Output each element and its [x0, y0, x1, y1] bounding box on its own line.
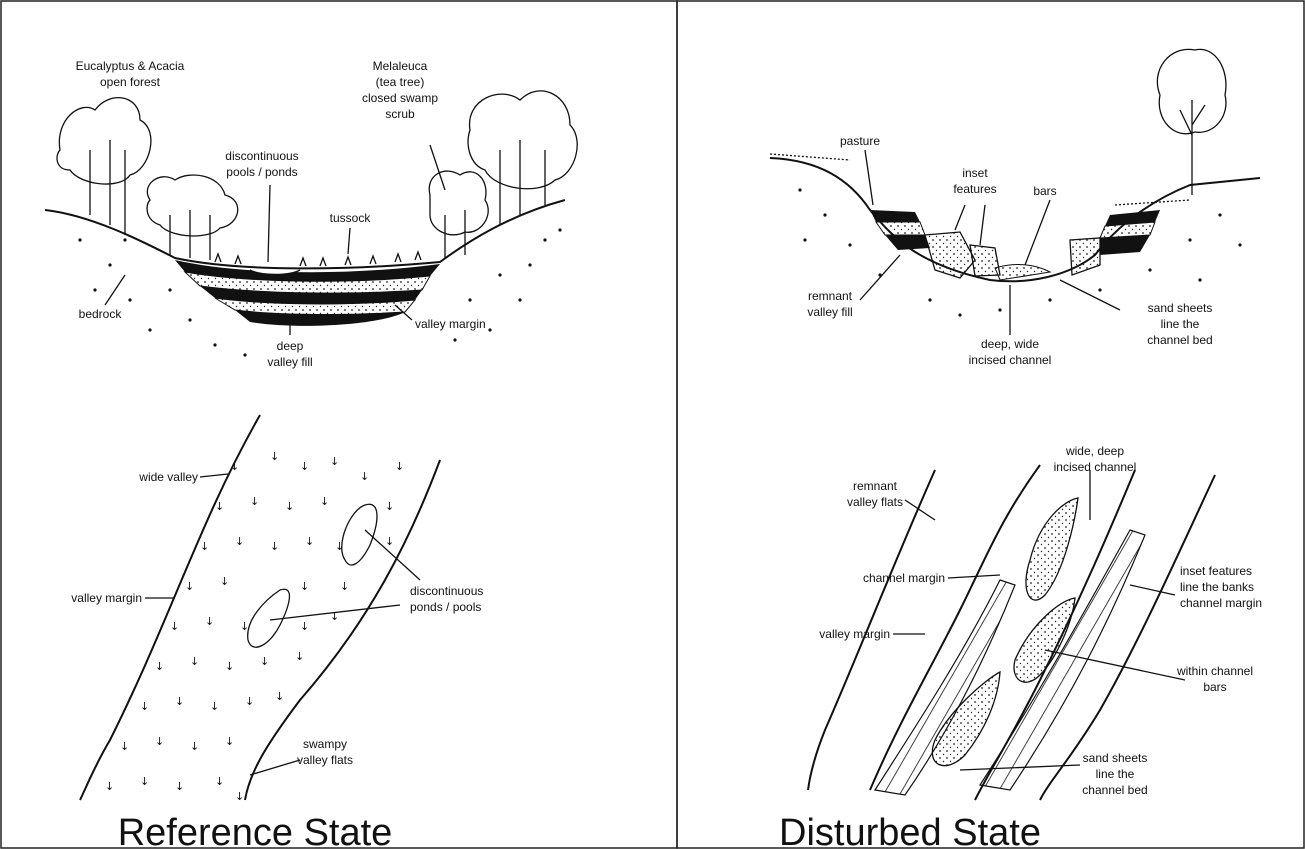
label-bedrock: bedrock — [79, 307, 123, 321]
label-ponds-1: discontinuous — [410, 584, 483, 598]
svg-text:↓: ↓ — [305, 535, 314, 548]
label-within-channel-1: within channel — [1176, 664, 1253, 678]
label-inset-banks-3: channel margin — [1180, 596, 1262, 610]
svg-text:↓: ↓ — [270, 540, 279, 553]
svg-text:↓: ↓ — [155, 735, 164, 748]
disturbed-bedrock-dots — [798, 188, 1241, 316]
label-valley-margin-plan: valley margin — [71, 591, 142, 605]
reference-plan-view: ↓ ↓ ↓ ↓ ↓ ↓ ↓ ↓ ↓ ↓ ↓ ↓ ↓ ↓ ↓ ↓ ↓ ↓ ↓ ↓ ↓ ↓ ↓ ↓ ↓ ↓ ↓ ↓ ↓ ↓ ↓ ↓ ↓ ↓… — [71, 415, 483, 803]
label-valley-margin-section: valley margin — [415, 317, 486, 331]
svg-text:↓: ↓ — [185, 580, 194, 593]
label-deep-fill-2: valley fill — [267, 355, 312, 369]
label-remnant-2: valley fill — [807, 305, 852, 319]
label-eucalyptus-1: Eucalyptus & Acacia — [76, 59, 185, 73]
svg-text:↓: ↓ — [320, 495, 329, 508]
label-melaleuca-2: (tea tree) — [376, 75, 425, 89]
caption-reference: Reference State — [118, 812, 393, 849]
label-deep-fill-1: deep — [277, 339, 304, 353]
svg-text:↓: ↓ — [300, 460, 309, 473]
svg-text:↓: ↓ — [235, 790, 244, 803]
svg-text:↓: ↓ — [260, 655, 269, 668]
label-inset-2: features — [953, 182, 996, 196]
caption-disturbed: Disturbed State — [779, 812, 1041, 849]
reference-cross-section: Eucalyptus & Acacia open forest Melaleuc… — [45, 59, 577, 369]
label-swampy-1: swampy — [303, 737, 347, 751]
svg-text:↓: ↓ — [215, 775, 224, 788]
svg-text:↓: ↓ — [175, 695, 184, 708]
svg-text:↓: ↓ — [240, 620, 249, 633]
panel-border-disturbed — [677, 1, 1304, 848]
label-inset-1: inset — [962, 166, 988, 180]
svg-text:↓: ↓ — [215, 500, 224, 513]
label-remnant-flats-1: remnant — [853, 479, 898, 493]
label-sand-sheets-2: line the — [1161, 317, 1200, 331]
svg-text:↓: ↓ — [155, 660, 164, 673]
label-remnant-1: remnant — [808, 289, 853, 303]
svg-text:↓: ↓ — [300, 620, 309, 633]
svg-text:↓: ↓ — [200, 540, 209, 553]
svg-text:↓: ↓ — [360, 470, 369, 483]
svg-text:↓: ↓ — [330, 455, 339, 468]
label-channel-margin: channel margin — [863, 571, 945, 585]
label-pools-1: discontinuous — [225, 149, 298, 163]
label-tussock: tussock — [330, 211, 372, 225]
svg-text:↓: ↓ — [385, 535, 394, 548]
svg-text:↓: ↓ — [140, 700, 149, 713]
svg-text:↓: ↓ — [395, 460, 404, 473]
svg-text:↓: ↓ — [250, 495, 259, 508]
label-melaleuca-4: scrub — [385, 107, 415, 121]
label-melaleuca-1: Melaleuca — [373, 59, 428, 73]
label-swampy-2: valley flats — [297, 753, 353, 767]
label-wide-valley: wide valley — [138, 470, 198, 484]
label-sand-sheets-3: channel bed — [1147, 333, 1212, 347]
label-remnant-flats-2: valley flats — [847, 495, 903, 509]
svg-text:↓: ↓ — [190, 740, 199, 753]
svg-text:↓: ↓ — [275, 690, 284, 703]
label-inset-banks-2: line the banks — [1180, 580, 1254, 594]
label-sand-plan-2: line the — [1096, 767, 1135, 781]
svg-text:↓: ↓ — [230, 460, 239, 473]
label-sand-plan-1: sand sheets — [1083, 751, 1148, 765]
disturbed-cross-section: pasture inset features bars remnant vall… — [770, 49, 1260, 367]
label-pasture: pasture — [840, 134, 880, 148]
label-valley-margin-disturbed: valley margin — [819, 627, 890, 641]
svg-text:↓: ↓ — [235, 535, 244, 548]
svg-text:↓: ↓ — [385, 500, 394, 513]
svg-text:↓: ↓ — [170, 620, 179, 633]
svg-text:↓: ↓ — [140, 775, 149, 788]
svg-text:↓: ↓ — [120, 740, 129, 753]
swamp-marks: ↓ ↓ ↓ ↓ ↓ ↓ ↓ ↓ ↓ ↓ ↓ ↓ ↓ ↓ ↓ ↓ ↓ ↓ ↓ ↓ ↓ ↓ ↓ ↓ ↓ ↓ ↓ ↓ ↓ ↓ ↓ ↓ ↓ ↓… — [105, 450, 404, 803]
svg-text:↓: ↓ — [335, 540, 344, 553]
svg-text:↓: ↓ — [340, 580, 349, 593]
svg-text:↓: ↓ — [300, 580, 309, 593]
panel-border-reference — [1, 1, 677, 848]
label-melaleuca-3: closed swamp — [362, 91, 438, 105]
label-within-channel-2: bars — [1203, 680, 1226, 694]
svg-text:↓: ↓ — [205, 615, 214, 628]
svg-text:↓: ↓ — [295, 650, 304, 663]
label-wide-deep-1: wide, deep — [1065, 444, 1124, 458]
label-bars: bars — [1033, 184, 1056, 198]
svg-text:↓: ↓ — [225, 735, 234, 748]
svg-text:↓: ↓ — [175, 780, 184, 793]
svg-text:↓: ↓ — [285, 500, 294, 513]
label-sand-plan-3: channel bed — [1082, 783, 1147, 797]
label-incised-1: deep, wide — [981, 337, 1039, 351]
disturbed-plan-view: wide, deep incised channel remnant valle… — [808, 444, 1262, 800]
svg-text:↓: ↓ — [190, 655, 199, 668]
svg-text:↓: ↓ — [245, 695, 254, 708]
label-inset-banks-1: inset features — [1180, 564, 1252, 578]
svg-text:↓: ↓ — [225, 660, 234, 673]
label-pools-2: pools / ponds — [226, 165, 297, 179]
svg-text:↓: ↓ — [220, 575, 229, 588]
svg-text:↓: ↓ — [105, 780, 114, 793]
label-eucalyptus-2: open forest — [100, 75, 161, 89]
svg-text:↓: ↓ — [270, 450, 279, 463]
label-sand-sheets-1: sand sheets — [1148, 301, 1213, 315]
label-wide-deep-2: incised channel — [1054, 460, 1137, 474]
label-incised-2: incised channel — [969, 353, 1052, 367]
label-ponds-2: ponds / pools — [410, 600, 481, 614]
svg-text:↓: ↓ — [210, 700, 219, 713]
